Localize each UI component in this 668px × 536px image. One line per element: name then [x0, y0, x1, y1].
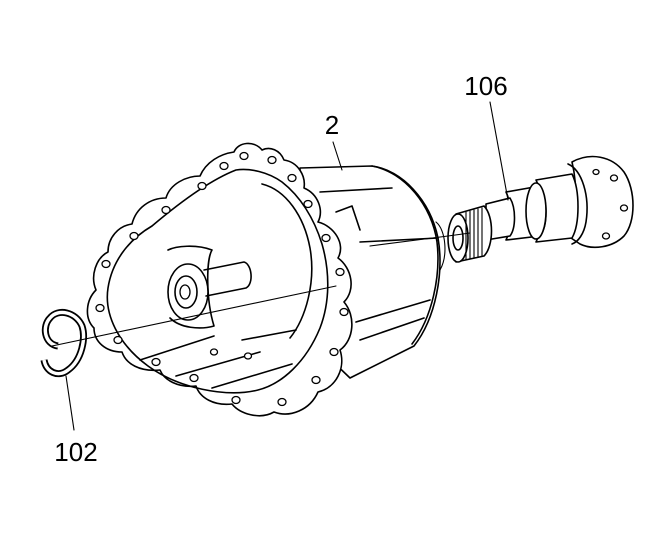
label-snap-ring: 102 — [54, 437, 97, 467]
axis-line-shaft — [447, 232, 471, 237]
leader-line-shaft — [489, 101, 509, 201]
callout-shaft: 106 — [464, 71, 509, 201]
housing-shaft-boss — [203, 261, 252, 297]
shaft-flange-hole-4 — [592, 168, 600, 176]
shaft-spline-bore — [452, 225, 464, 251]
housing-pan-ridge-4 — [241, 329, 297, 341]
housing-rib-2 — [335, 205, 361, 231]
assembly-axis-lines — [51, 232, 471, 347]
housing-hub-center — [179, 284, 191, 300]
axis-line-front — [51, 285, 337, 347]
shaft-flange-hole-3 — [601, 232, 611, 240]
callout-housing: 2 — [325, 110, 343, 171]
housing-bore-edge — [167, 245, 215, 329]
housing-front-flange — [86, 142, 353, 417]
housing-rib-1 — [319, 187, 393, 193]
housing — [86, 142, 446, 417]
label-shaft: 106 — [464, 71, 507, 101]
housing-rear-boss — [435, 221, 446, 271]
housing-bolt-holes — [95, 151, 349, 407]
housing-rib-4 — [355, 299, 431, 323]
housing-flange-inner — [106, 168, 329, 394]
shaft-spline-teeth — [465, 207, 483, 261]
shaft-flange-hole-1 — [609, 174, 619, 182]
housing-pan-ridge-1 — [139, 335, 215, 361]
shaft-flange-hole-2 — [619, 204, 629, 212]
housing-rear-face — [371, 165, 439, 345]
label-housing: 2 — [325, 110, 339, 140]
leader-line-snap-ring — [65, 375, 75, 431]
leader-line-housing — [332, 141, 343, 171]
snap-ring — [40, 308, 87, 378]
shaft-flange-edge — [567, 163, 588, 245]
shaft-body-small — [485, 197, 516, 241]
callout-snap-ring: 102 — [54, 375, 98, 467]
shaft-collar — [525, 182, 547, 240]
axis-line-rear — [369, 235, 449, 247]
housing-rib-5 — [359, 317, 425, 341]
housing-bore — [261, 183, 313, 339]
housing-pan-ridge-3 — [211, 363, 293, 389]
shaft — [447, 155, 634, 263]
